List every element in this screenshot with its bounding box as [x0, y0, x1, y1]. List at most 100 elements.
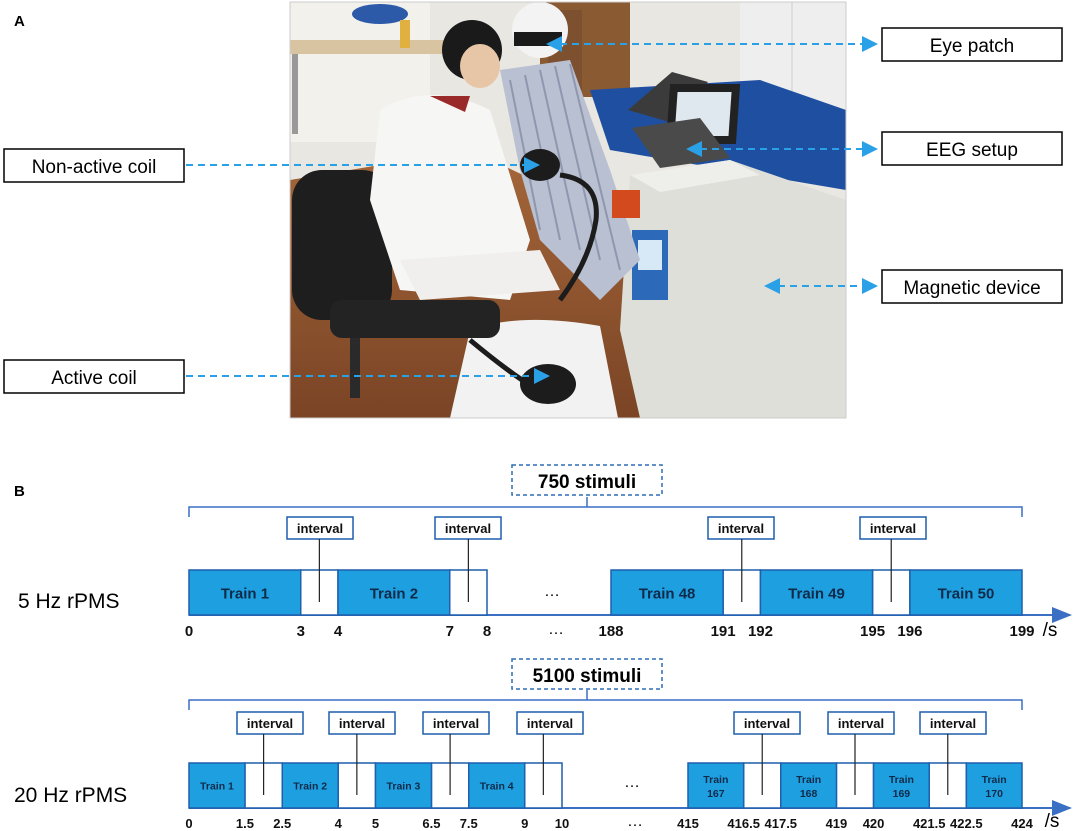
train-block	[281, 762, 339, 809]
callout-eye-patch-label: Eye patch	[930, 36, 1015, 57]
train-label: Train 2	[370, 586, 418, 603]
callout-active-coil-label: Active coil	[51, 368, 137, 389]
interval-callout-label: interval	[445, 521, 491, 536]
interval-callout-label: interval	[870, 521, 916, 536]
unit-20hz: /s	[1045, 811, 1060, 831]
ellipsis-5hz-top: …	[544, 583, 560, 600]
train-block	[872, 762, 930, 809]
tick-label: 424	[1011, 816, 1033, 831]
callout-active-coil: Active coil	[3, 359, 550, 394]
lab-photo	[289, 1, 847, 419]
tick-label: 195	[860, 623, 885, 640]
interval-callout-label: interval	[527, 716, 573, 731]
tick-label: 4	[335, 816, 343, 831]
row-label-5hz: 5 Hz rPMS	[18, 590, 120, 613]
tick-label: 192	[748, 623, 773, 640]
train-label: Train	[889, 774, 914, 786]
tick-label: 422.5	[950, 816, 983, 831]
train-label: Train 1	[200, 781, 234, 793]
panel-b-letter: B	[14, 483, 25, 500]
interval-callout-label: interval	[247, 716, 293, 731]
row-label-20hz: 20 Hz rPMS	[14, 784, 127, 807]
row-20hz: 5100 stimuli 20 Hz rPMS Train 1 Train 2 Tr…	[14, 658, 1072, 831]
interval-callout-box	[859, 516, 927, 540]
train-label: 168	[800, 788, 818, 800]
tick-label: 416.5	[727, 816, 760, 831]
tick-label: 7.5	[460, 816, 478, 831]
callout-eeg-setup-label: EEG setup	[926, 140, 1018, 161]
brace-5hz	[188, 497, 1023, 517]
interval-callout-box	[422, 711, 490, 735]
train-label: Train 3	[387, 781, 421, 793]
interval-callout-box	[733, 711, 801, 735]
train-label: Train 2	[293, 781, 327, 793]
train-block	[188, 569, 302, 616]
interval-callout-box	[286, 516, 354, 540]
tick-label: 188	[598, 623, 623, 640]
tick-label: 5	[372, 816, 379, 831]
train-label: Train 49	[788, 586, 845, 603]
train-block	[759, 569, 874, 616]
train-block	[610, 569, 724, 616]
interval-callout-box	[707, 516, 775, 540]
brace-20hz	[188, 690, 1023, 710]
interval-callout-label: interval	[433, 716, 479, 731]
panel-a-letter: A	[14, 13, 25, 30]
ellipsis-20hz-ticks: …	[627, 813, 643, 830]
interval-callout-box	[919, 711, 987, 735]
tick-label: 421.5	[913, 816, 946, 831]
tick-label: 8	[483, 623, 491, 640]
tick-label: 191	[711, 623, 736, 640]
tick-label: 417.5	[765, 816, 798, 831]
train-block	[188, 762, 246, 809]
interval-callout-box	[516, 711, 584, 735]
interval-callout-label: interval	[930, 716, 976, 731]
tick-label: 6.5	[422, 816, 440, 831]
interval-callout-label: interval	[339, 716, 385, 731]
callout-eye-patch: Eye patch	[546, 27, 1063, 62]
tick-label: 4	[334, 623, 343, 640]
train-block	[780, 762, 838, 809]
stimuli-label-5hz: 750 stimuli	[538, 472, 636, 493]
train-label: 167	[707, 788, 725, 800]
tick-label: 199	[1009, 623, 1034, 640]
callout-magnetic-device: Magnetic device	[764, 269, 1063, 304]
tick-label: 415	[677, 816, 699, 831]
train-label: 170	[985, 788, 1003, 800]
callout-magnetic-device-label: Magnetic device	[903, 278, 1040, 299]
train-label: Train 1	[221, 586, 269, 603]
interval-callout-box	[236, 711, 304, 735]
row-5hz: 750 stimuli 5 Hz rPMS Train 1 Train 2 Trai…	[18, 464, 1072, 641]
interval-callout-label: interval	[838, 716, 884, 731]
tick-label: 196	[897, 623, 922, 640]
tick-label: 1.5	[236, 816, 254, 831]
tick-label: 419	[826, 816, 848, 831]
callout-non-active-coil: Non-active coil	[3, 148, 540, 183]
interval-callout-label: interval	[718, 521, 764, 536]
ellipsis-5hz-ticks: …	[548, 621, 564, 638]
train-block	[687, 762, 745, 809]
interval-callout-box	[328, 711, 396, 735]
tick-label: 0	[185, 623, 193, 640]
interval-callout-label: interval	[297, 521, 343, 536]
tick-label: 2.5	[273, 816, 291, 831]
train-label: Train	[703, 774, 728, 786]
tick-label: 9	[521, 816, 528, 831]
stimuli-label-20hz: 5100 stimuli	[533, 666, 642, 687]
tick-label: 3	[297, 623, 305, 640]
tick-label: 7	[446, 623, 454, 640]
train-label: 169	[893, 788, 911, 800]
interval-callout-box	[827, 711, 895, 735]
train-label: Train	[982, 774, 1007, 786]
train-block	[965, 762, 1023, 809]
train-block	[337, 569, 451, 616]
interval-callout-label: interval	[744, 716, 790, 731]
tick-label: 420	[863, 816, 885, 831]
ellipsis-20hz-top: …	[624, 774, 640, 791]
train-block	[468, 762, 526, 809]
train-block	[909, 569, 1023, 616]
train-label: Train 4	[480, 781, 514, 793]
callout-eeg-setup: EEG setup	[686, 131, 1063, 166]
callout-non-active-coil-label: Non-active coil	[32, 157, 157, 178]
train-label: Train 48	[639, 586, 696, 603]
